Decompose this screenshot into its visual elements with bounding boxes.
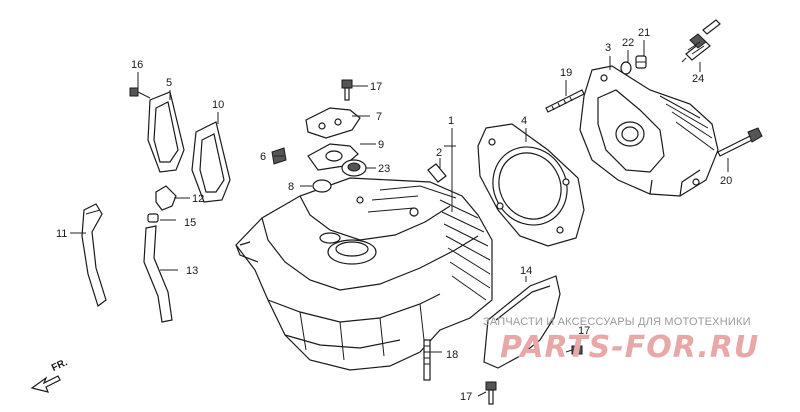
part-label-11: 11	[56, 228, 67, 240]
bolt-17-right	[565, 345, 583, 355]
stud-bolt-19	[545, 89, 585, 113]
part-label-17-top: 17	[370, 81, 382, 93]
part-label-5: 5	[166, 77, 172, 89]
spark-plug	[681, 19, 721, 63]
stud-bolt-18	[423, 339, 431, 381]
part-label-17-right: 17	[578, 325, 590, 337]
cylinder-head-gasket	[477, 123, 585, 247]
part-label-8: 8	[288, 181, 294, 193]
bolt-20	[717, 127, 763, 157]
part-label-16: 16	[131, 59, 143, 71]
part-label-6: 6	[260, 151, 266, 163]
part-label-9: 9	[378, 139, 384, 151]
clamp-15	[147, 213, 159, 223]
washer-8	[312, 179, 332, 193]
oil-seal	[341, 159, 367, 177]
part-label-2: 2	[436, 147, 442, 159]
part-label-14: 14	[520, 265, 532, 277]
part-label-4: 4	[521, 115, 527, 127]
part-label-17-bottom: 17	[460, 391, 472, 403]
dowel-pin	[427, 163, 447, 183]
leader-lines	[70, 40, 729, 397]
part-label-10: 10	[212, 99, 224, 111]
elbow-fitting	[155, 185, 177, 211]
part-label-23: 23	[378, 163, 390, 175]
washer-22	[620, 61, 632, 75]
part-label-18: 18	[446, 349, 458, 361]
part-label-22: 22	[622, 37, 634, 49]
part-label-21: 21	[638, 27, 650, 39]
cylinder-shroud	[483, 275, 561, 369]
part-number-labels: 1 2 3 4 5 6 7 8 9 10 11 12 13 14 15 16 1…	[56, 27, 732, 403]
washer-21	[635, 55, 647, 69]
part-label-19: 19	[560, 67, 572, 79]
part-label-15: 15	[184, 217, 196, 229]
part-label-24: 24	[692, 73, 704, 85]
cover-5	[147, 91, 185, 173]
bolt-17-bottom	[485, 381, 497, 405]
part-label-13: 13	[186, 265, 198, 277]
part-label-1: 1	[448, 115, 454, 127]
front-direction-arrow-icon	[30, 375, 61, 393]
bolt-16	[129, 87, 151, 99]
breather-tube-13	[143, 225, 173, 323]
part-label-7: 7	[376, 111, 382, 123]
watermark-logo: PARTS-FOR.RU	[500, 330, 760, 365]
gasket-10	[191, 121, 231, 203]
watermark-caption: ЗАПЧАСТИ И АКСЕССУАРЫ ДЛЯ МОТОТЕХНИКИ	[483, 316, 751, 328]
part-label-20: 20	[720, 175, 732, 187]
part-label-12: 12	[192, 193, 204, 205]
cylinder-head	[579, 65, 719, 197]
part-label-3: 3	[605, 42, 611, 54]
bolt-17-top	[341, 79, 353, 101]
breather-plate	[305, 107, 361, 139]
breather-tube-11	[81, 203, 107, 307]
cylinder-block	[235, 177, 493, 371]
